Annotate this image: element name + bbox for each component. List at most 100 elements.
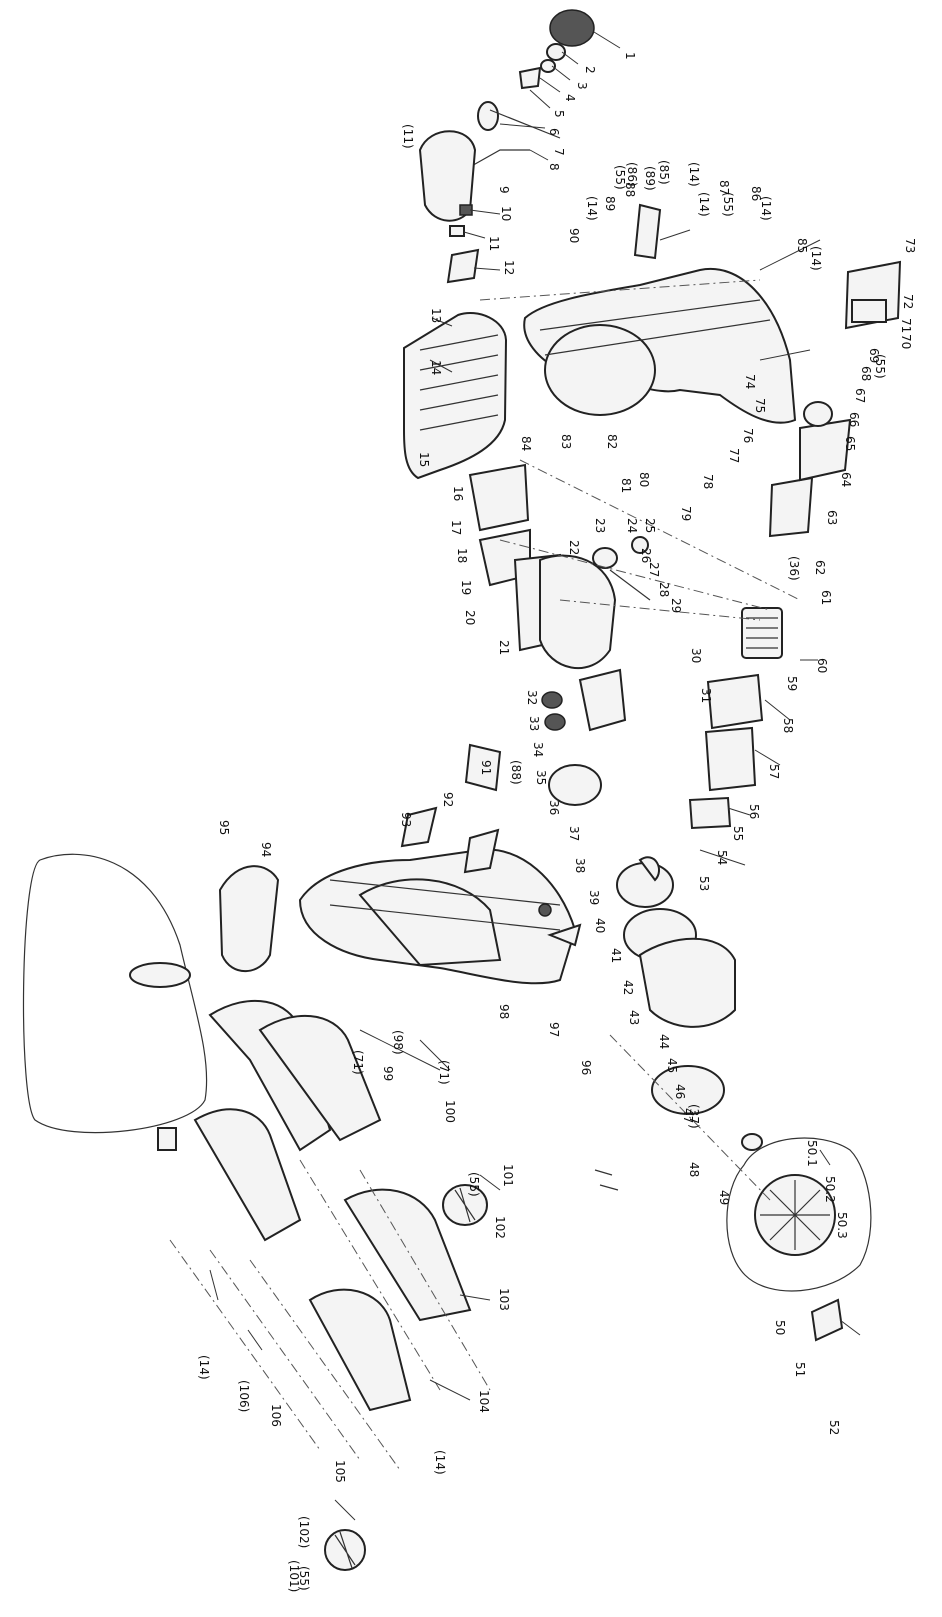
label-72: 72 [901,294,915,309]
label-89: 89 [603,196,617,211]
label-75: 75 [753,398,767,413]
label-42: 42 [621,980,635,995]
label-11: 11 [487,236,501,251]
label-102: 102 [493,1216,507,1239]
label-90: 90 [567,228,581,243]
label-39: 39 [587,890,601,905]
label-63: 63 [825,510,839,525]
label-47: 47 [681,1108,695,1123]
label-38: 38 [573,858,587,873]
label-40: 40 [593,918,607,933]
label-28: 28 [657,582,671,597]
label-26: 26 [639,548,653,563]
label-67: 67 [853,388,867,403]
label-6: 6 [547,128,561,136]
label-56: 56 [747,804,761,819]
label-17: 17 [449,520,463,535]
label-52: 52 [827,1420,841,1435]
label-ref-11: (11) [401,124,415,149]
label-ref-55-e: (55) [297,1566,311,1591]
label-ref-36: (36) [787,556,801,581]
label-8: 8 [547,163,561,171]
label-76: 76 [741,428,755,443]
label-53: 53 [697,876,711,891]
label-50: 50 [773,1320,787,1335]
label-ref-71-a: (71) [351,1050,365,1075]
label-79: 79 [679,506,693,521]
label-99: 99 [381,1066,395,1081]
label-34: 34 [531,742,545,757]
label-ref-85: (85) [657,160,671,185]
label-1: 1 [623,52,637,60]
label-ref-55-b: (55) [721,192,735,217]
label-106: 106 [269,1404,283,1427]
label-87: 87 [717,180,731,195]
label-4: 4 [563,94,577,102]
label-ref-55-d: (55) [467,1172,481,1197]
label-ref-14-f: (14) [197,1355,211,1380]
label-101: 101 [501,1164,515,1187]
label-103: 103 [497,1288,511,1311]
label-ref-14-e: (14) [809,246,823,271]
label-91: 91 [479,760,493,775]
label-82: 82 [605,434,619,449]
label-73: 73 [903,238,917,253]
label-ref-89: (89) [643,166,657,191]
label-46: 46 [673,1084,687,1099]
label-ref-55-c: (55) [873,354,887,379]
label-48: 48 [687,1162,701,1177]
part-drawings [22,9,902,1571]
label-54: 54 [715,850,729,865]
leader-lines [209,31,861,1521]
label-35: 35 [534,770,548,785]
label-98: 98 [497,1004,511,1019]
label-2: 2 [583,66,597,74]
label-18: 18 [455,548,469,563]
label-37: 37 [567,826,581,841]
label-96: 96 [579,1060,593,1075]
label-ref-86: (86) [625,162,639,187]
label-68: 68 [859,366,873,381]
label-ref-37: (37) [687,1104,701,1129]
label-71: 71 [899,318,913,333]
label-43: 43 [627,1010,641,1025]
label-ref-55-a: (55) [613,165,627,190]
label-13: 13 [429,308,443,323]
label-20: 20 [463,610,477,625]
label-83: 83 [559,434,573,449]
label-23: 23 [593,518,607,533]
label-ref-71-b: (71) [437,1060,451,1085]
label-16: 16 [451,486,465,501]
alignment-dash-lines [169,279,801,1471]
label-24: 24 [625,518,639,533]
label-59: 59 [785,676,799,691]
label-ref-88: (88) [509,760,523,785]
label-3: 3 [575,82,589,90]
label-50-2: 50.2 [823,1176,837,1203]
label-85: 85 [795,238,809,253]
label-ref-14-g: (14) [433,1450,447,1475]
label-61: 61 [819,590,833,605]
label-ref-102: (102) [297,1516,311,1548]
label-88: 88 [623,182,637,197]
label-ref-101: (101) [287,1560,301,1592]
label-30: 30 [689,648,703,663]
label-ref-106: (106) [237,1380,251,1412]
label-25: 25 [643,518,657,533]
label-74: 74 [743,374,757,389]
label-100: 100 [443,1100,457,1123]
label-12: 12 [502,260,516,275]
label-21: 21 [497,640,511,655]
label-49: 49 [717,1190,731,1205]
label-44: 44 [657,1034,671,1049]
label-29: 29 [669,598,683,613]
label-92: 92 [441,792,455,807]
label-ref-14-d: (14) [697,192,711,217]
label-9: 9 [497,186,511,194]
label-5: 5 [552,110,566,118]
label-51: 51 [793,1362,807,1377]
label-86: 86 [749,186,763,201]
label-41: 41 [609,948,623,963]
label-10: 10 [499,206,513,221]
